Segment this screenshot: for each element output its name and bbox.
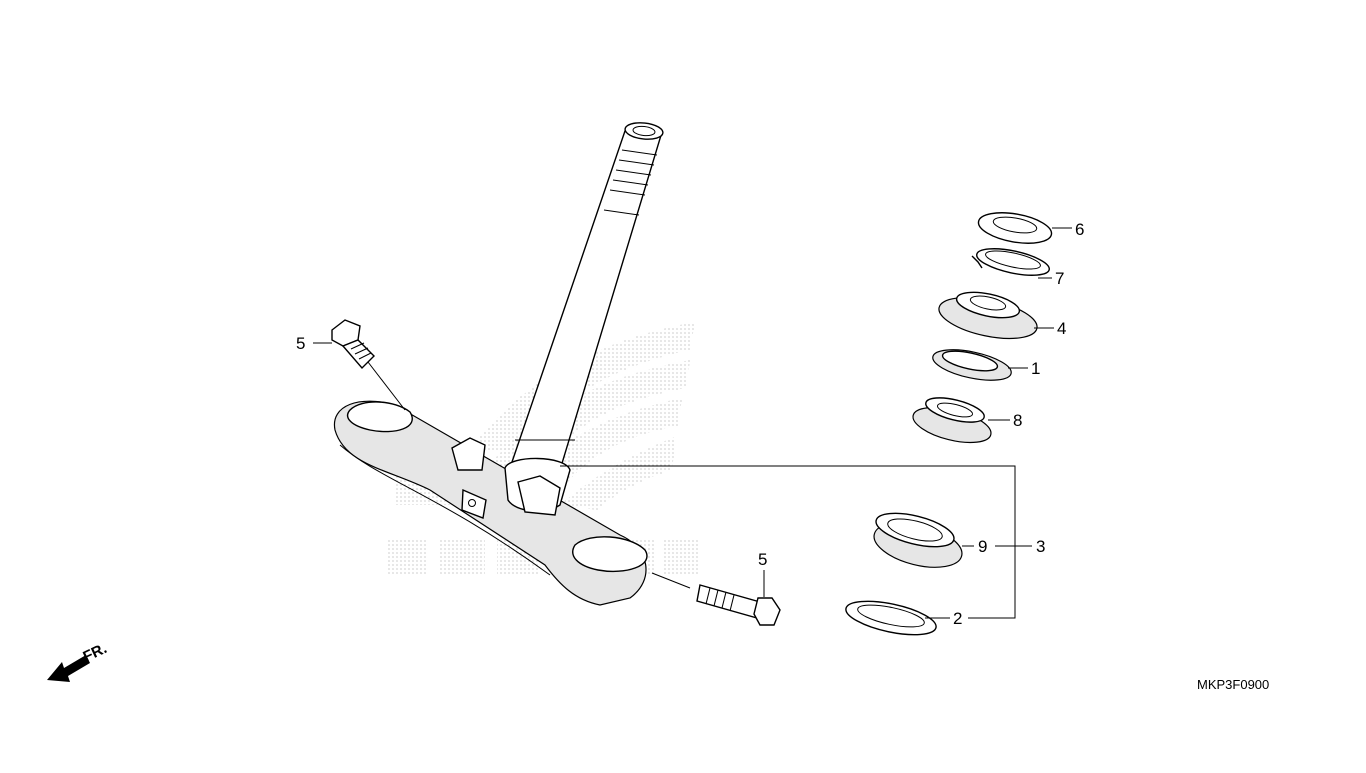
callout-2: 2 [953, 609, 962, 628]
lower-triple-clamp [333, 400, 648, 606]
callout-5-left: 5 [296, 334, 305, 353]
callout-7: 7 [1055, 269, 1064, 288]
callout-6: 6 [1075, 220, 1084, 239]
leader-lines [313, 227, 1072, 619]
callout-8: 8 [1013, 411, 1022, 430]
dust-seal [932, 349, 1012, 381]
front-label: FR. [81, 640, 110, 666]
callout-3: 3 [1036, 537, 1045, 556]
lock-nut [977, 212, 1053, 244]
adjusting-nut [938, 291, 1038, 340]
dust-seal-lower [845, 600, 937, 636]
front-arrow-icon [47, 655, 90, 682]
callout-9: 9 [978, 537, 987, 556]
bolt-left [331, 319, 406, 411]
callout-5-right: 5 [758, 550, 767, 569]
callout-1: 1 [1031, 359, 1040, 378]
lock-washer [971, 248, 1050, 276]
lower-bearing [873, 512, 963, 568]
callouts: 6 7 4 1 8 9 3 2 5 5 [296, 220, 1084, 628]
callout-4: 4 [1057, 319, 1066, 338]
diagram-code: MKP3F0900 [1197, 677, 1269, 692]
front-direction-indicator: FR. [47, 640, 110, 682]
bolt-right [651, 572, 781, 626]
upper-bearing [912, 397, 992, 444]
